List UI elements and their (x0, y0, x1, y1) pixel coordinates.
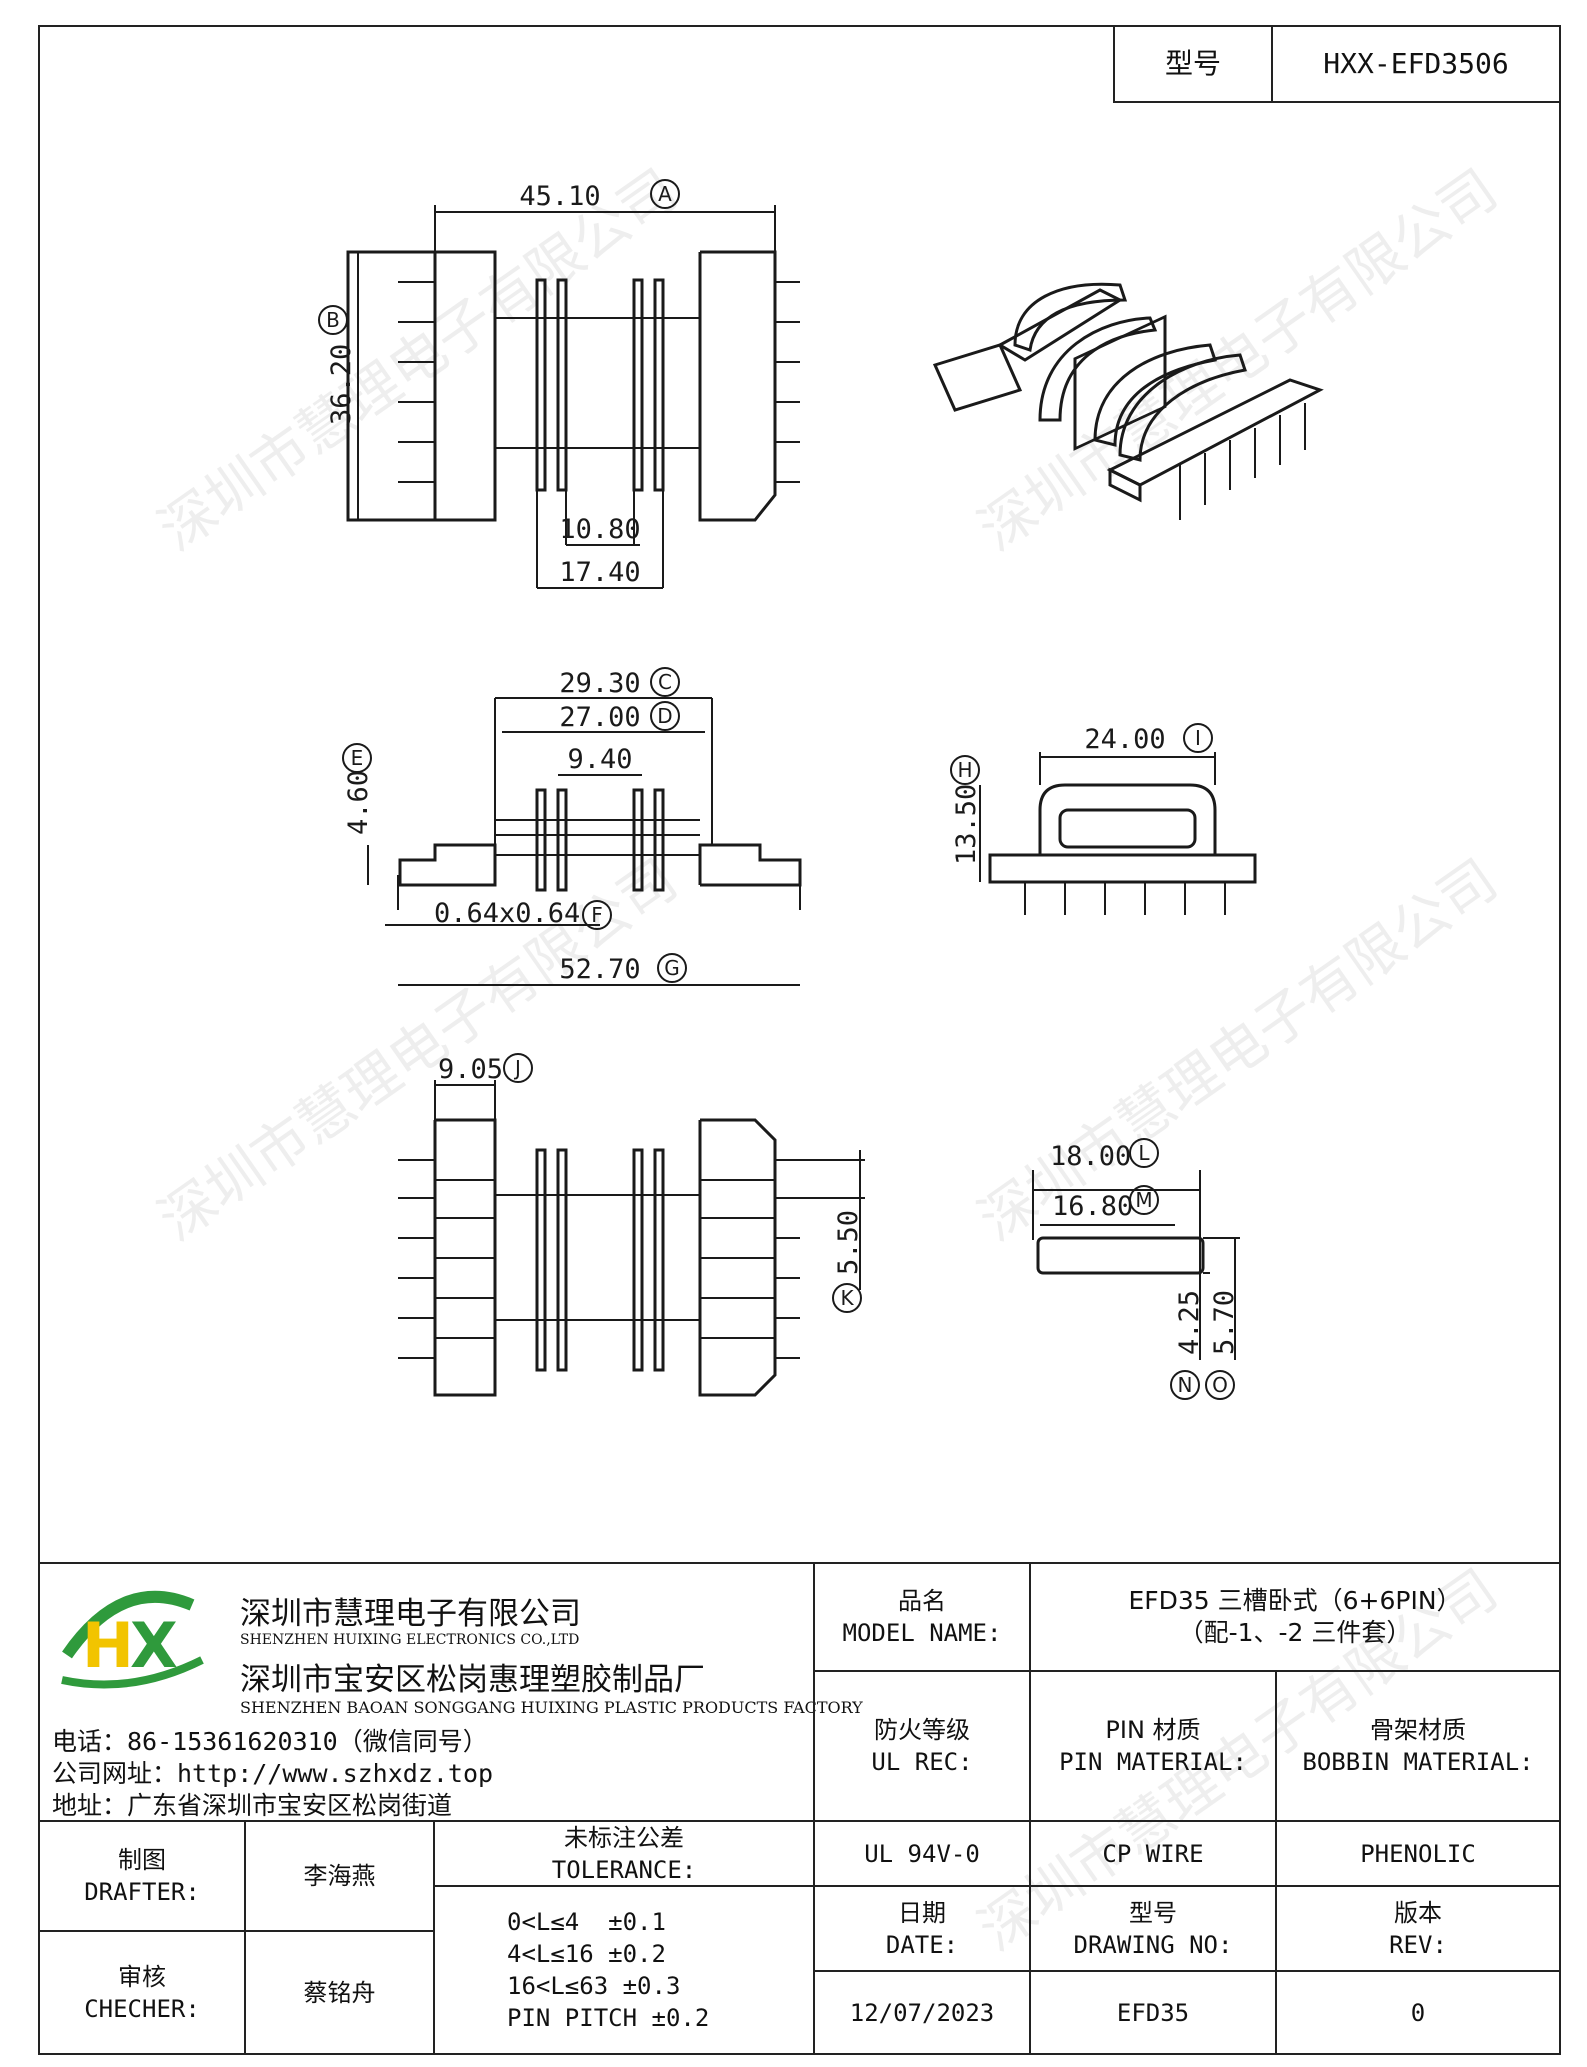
dim-A-value: 45.10 (519, 181, 600, 212)
svg-text:52.70: 52.70 (559, 954, 640, 985)
svg-text:9.40: 9.40 (567, 744, 632, 775)
drawing-no-value: EFD35 (1029, 1970, 1277, 2055)
svg-text:9.05: 9.05 (438, 1054, 503, 1085)
svg-text:18.00: 18.00 (1050, 1141, 1131, 1172)
bottom-view: 9.05 J 5.50 K (398, 1053, 865, 1397)
svg-text:E: E (351, 746, 364, 770)
svg-text:X: X (130, 1609, 178, 1682)
svg-text:H: H (957, 758, 972, 782)
tolerance-values: 0<L≤4 ±0.1 4<L≤16 ±0.2 16<L≤63 ±0.3 PIN … (433, 1885, 815, 2055)
technical-drawing: 45.10 A B 36.20 10.80 17.40 (318, 179, 1324, 1400)
company-name-en: SHENZHEN HUIXING ELECTRONICS CO.,LTD (240, 1632, 580, 1648)
svg-text:L: L (1138, 1141, 1150, 1165)
pin-material-value: CP WIRE (1029, 1820, 1277, 1887)
rev-value: 0 (1275, 1970, 1561, 2055)
bobbin-material-value: PHENOLIC (1275, 1820, 1561, 1887)
company-phone: 电话：86-15361620310（微信同号） (52, 1727, 488, 1756)
svg-text:D: D (657, 704, 672, 728)
svg-text:K: K (840, 1286, 854, 1310)
svg-text:I: I (1195, 726, 1201, 750)
company-logo: H X (61, 1590, 204, 1689)
svg-text:G: G (664, 956, 680, 980)
svg-text:C: C (658, 670, 672, 694)
company-address: 地址：广东省深圳市宝安区松岗街道 (52, 1791, 453, 1820)
header-model-value: HXX-EFD3506 (1271, 25, 1561, 103)
svg-text:10.80: 10.80 (559, 514, 640, 545)
svg-text:17.40: 17.40 (559, 557, 640, 588)
svg-text:13.50: 13.50 (951, 784, 982, 865)
core-view: 18.00 L 16.80 M 4.25 5.70 N O (1032, 1138, 1240, 1400)
ul-rec-value: UL 94V-0 (813, 1820, 1031, 1887)
side-view: 24.00 I H 13.50 (950, 723, 1257, 915)
model-name-value: EFD35 三槽卧式（6+6PIN） （配-1、-2 三件套） (1029, 1562, 1561, 1672)
svg-text:H: H (82, 1609, 134, 1682)
svg-text:27.00: 27.00 (559, 702, 640, 733)
svg-text:F: F (591, 903, 603, 927)
factory-name-cn: 深圳市宝安区松岗惠理塑胶制品厂 (240, 1662, 705, 1698)
isometric-view (932, 282, 1324, 520)
svg-text:O: O (1212, 1373, 1228, 1397)
svg-text:M: M (1135, 1188, 1152, 1212)
svg-text:A: A (658, 182, 672, 206)
svg-text:16.80: 16.80 (1052, 1191, 1133, 1222)
company-name-cn: 深圳市慧理电子有限公司 (240, 1596, 581, 1632)
top-view: 45.10 A B 36.20 10.80 17.40 (318, 179, 800, 589)
drafter-name: 李海燕 (244, 1820, 435, 1932)
front-view: 29.30 C 27.00 D 9.40 E 4.60 0.64x0.64 F … (342, 667, 802, 986)
svg-text:N: N (1178, 1373, 1193, 1397)
dim-B-value: 36.20 (326, 344, 357, 425)
svg-text:4.25: 4.25 (1174, 1290, 1205, 1355)
svg-text:B: B (326, 308, 340, 332)
factory-name-en: SHENZHEN BAOAN SONGGANG HUIXING PLASTIC … (240, 1698, 863, 1717)
svg-text:4.60: 4.60 (343, 770, 374, 835)
company-website: 公司网址：http://www.szhxdz.top (52, 1759, 494, 1788)
date-value: 12/07/2023 (813, 1970, 1031, 2055)
svg-text:J: J (513, 1056, 521, 1080)
svg-text:5.70: 5.70 (1209, 1290, 1240, 1355)
svg-text:24.00: 24.00 (1084, 724, 1165, 755)
svg-text:29.30: 29.30 (559, 668, 640, 699)
svg-text:5.50: 5.50 (833, 1210, 864, 1275)
checker-name: 蔡铭舟 (244, 1930, 435, 2055)
svg-text:0.64x0.64: 0.64x0.64 (434, 898, 580, 929)
